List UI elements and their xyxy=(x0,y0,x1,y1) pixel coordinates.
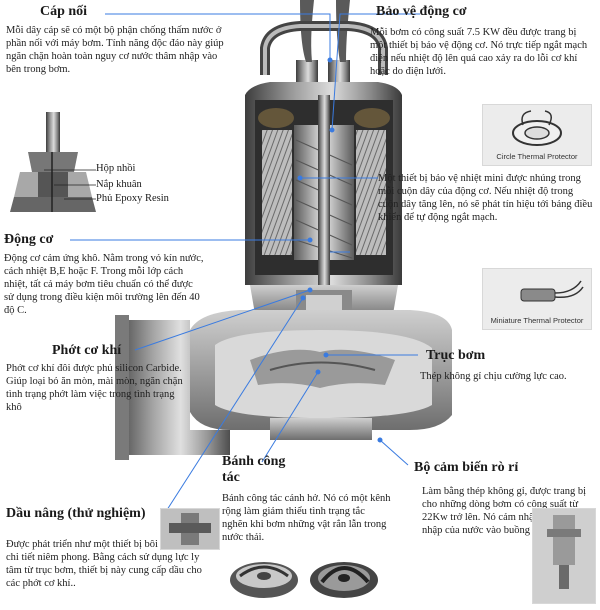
seal-text: Phớt cơ khí đôi được phủ silicon Carbide… xyxy=(6,363,183,413)
circle-thermal-protector-photo: Circle Thermal Protector xyxy=(482,104,592,166)
leak-sensor-photo xyxy=(532,508,596,604)
circle-protector-caption: Circle Thermal Protector xyxy=(496,152,578,161)
motor-protector-text: Mỗi bơm có công suất 7.5 KW đều được tra… xyxy=(370,27,588,77)
mini-protector-text: Một thiết bị bảo vệ nhiệt mini được nhún… xyxy=(378,173,593,223)
seal-title: Phớt cơ khí xyxy=(52,343,122,358)
oil-lifter-title: Dầu nâng (thử nghiệm) xyxy=(6,506,146,521)
shaft-text: Thép không gỉ chịu cường lực cao. xyxy=(420,371,567,382)
leak-sensor-text: Làm bằng thép không gỉ, được trang bị ch… xyxy=(422,486,587,536)
inset-label-stuffing-box: Hộp nhồi xyxy=(96,163,136,174)
inset-label-cover: Nắp khuân xyxy=(96,179,142,190)
cable-gland-inset xyxy=(10,112,96,212)
inset-label-epoxy: Phủ Epoxy Resin xyxy=(96,193,169,204)
circle-protector-icon xyxy=(512,110,562,146)
impeller-title: Bánh công tác xyxy=(222,454,286,485)
impeller-text: Bánh công tác cánh hở. Nó có một kênh rộ… xyxy=(222,493,391,543)
leak-sensor-title: Bộ cảm biến rò rỉ xyxy=(414,460,519,475)
motor-text: Động cơ cảm ứng khô. Nằm trong vỏ kín nư… xyxy=(4,253,204,316)
inset-leaders xyxy=(44,169,96,200)
motor-protector-title: Bảo vệ động cơ xyxy=(376,4,467,19)
cable-title: Cáp nối xyxy=(40,4,88,19)
impeller-photos xyxy=(230,562,378,598)
miniature-protector-caption: Miniature Thermal Protector xyxy=(490,316,584,325)
motor-title: Động cơ xyxy=(4,232,54,247)
oil-lifter-text: Được phát triển như một thiết bị bôi trơ… xyxy=(6,539,213,589)
miniature-thermal-protector-photo: Miniature Thermal Protector xyxy=(482,268,592,330)
oil-lifter-photo xyxy=(160,508,220,550)
miniature-protector-icon xyxy=(520,280,584,302)
shaft-title: Trục bơm xyxy=(426,348,486,363)
cable-text: Mỗi dây cáp sẽ có một bộ phận chống thấm… xyxy=(6,25,224,75)
